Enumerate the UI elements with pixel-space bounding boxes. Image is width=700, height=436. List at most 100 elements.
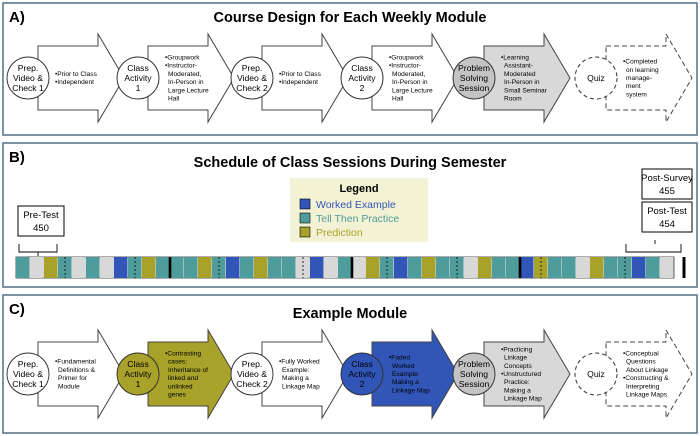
session-block-3 <box>44 257 58 278</box>
session-block-35 <box>492 257 506 278</box>
panel-b: B) Schedule of Class Sessions During Sem… <box>2 142 698 288</box>
legend-title: Legend <box>339 183 378 195</box>
panelA-step-6-bullet-1-line-1: •Completed <box>623 59 658 66</box>
panelA-arrow-6 <box>605 32 693 124</box>
panelA-step-5-bullet-1-line-6: Room <box>504 96 522 103</box>
panelC-step-5-bullet-2-line-3: Making a <box>504 387 531 394</box>
panel-b-title: Schedule of Class Sessions During Semest… <box>194 155 507 171</box>
panelC-step-3-bullet-1-line-1: •Fully Worked <box>279 359 320 366</box>
panel-b-label: B) <box>9 149 25 166</box>
panelC-arrow-3 <box>261 328 349 420</box>
panelA-step-6-bullet-1-line-4: ment <box>626 83 641 90</box>
panelC-step-2-bullet-1-line-5: unlinked <box>168 383 193 390</box>
posttest-bracket <box>625 240 682 253</box>
session-block-25 <box>352 257 366 278</box>
postsurvey-frame <box>641 168 693 200</box>
panelC-circle-6 <box>574 352 618 396</box>
panelC-arrow-5 <box>483 328 571 420</box>
panelA-circle-3-line-1: Prep. <box>242 63 263 73</box>
session-block-22 <box>310 257 324 278</box>
panelA-step-2-bullet-2-line-4: Large Lecture <box>168 87 209 94</box>
session-block-18 <box>254 257 268 278</box>
session-block-33 <box>464 257 478 278</box>
panelC-circle-3 <box>230 352 274 396</box>
panelA-circle-5-line-1: Problem <box>458 63 490 73</box>
panel-c: C) Example Module Prep.Video &Check 1•Fu… <box>2 294 698 434</box>
session-block-12 <box>170 257 184 278</box>
panelA-step-5: ProblemSolvingSession•LearningAssistant-… <box>452 32 571 124</box>
panelA-arrow-4 <box>371 32 459 124</box>
session-block-1 <box>16 257 30 278</box>
panelA-step-2-bullet-2-line-5: Hall <box>168 96 180 103</box>
panelA-circle-2-line-1: Class <box>127 63 149 73</box>
panelA-circle-4-line-1: Class <box>351 63 373 73</box>
panelC-step-3-bullet-1-line-2: Example: <box>282 367 310 374</box>
panelC-circle-5 <box>452 352 496 396</box>
session-block-9 <box>128 257 142 278</box>
session-block-16 <box>226 257 240 278</box>
panelA-circle-1-line-1: Prep. <box>18 63 39 73</box>
session-block-21 <box>296 257 310 278</box>
panelA-circle-5-line-3: Session <box>459 83 490 93</box>
panelA-circle-1-line-2: Video & <box>13 73 43 83</box>
session-block-5 <box>72 257 86 278</box>
panelA-step-4-bullet-2-line-3: In-Person in <box>392 79 428 86</box>
pretest-box: Pre-Test 450 <box>17 205 65 256</box>
panelC-step-6-bullet-1-line-2: Questions <box>626 359 656 366</box>
pretest-label: Pre-Test <box>23 210 59 221</box>
panelC-step-1: Prep.Video &Check 1•FundamentalDefinitio… <box>6 328 125 420</box>
session-block-17 <box>240 257 254 278</box>
panelA-step-5-bullet-1-line-5: Small Seminar <box>504 87 548 94</box>
session-block-13 <box>184 257 198 278</box>
panelA-circle-1-line-3: Check 1 <box>12 83 44 93</box>
panelA-circle-4 <box>340 56 384 100</box>
panelC-step-2-bullet-1-line-3: Inheritance of <box>168 367 208 374</box>
session-block-39 <box>548 257 562 278</box>
session-block-46 <box>646 257 660 278</box>
panelC-step-5: ProblemSolvingSession•PracticingLinkageC… <box>452 328 571 420</box>
panelC-circle-4-line-2: Activity <box>348 369 376 379</box>
session-block-40 <box>562 257 576 278</box>
panelC-circle-4 <box>340 352 384 396</box>
panel-a-title: Course Design for Each Weekly Module <box>214 10 487 26</box>
session-block-47 <box>660 257 674 278</box>
panelC-arrow-2 <box>147 328 235 420</box>
legend-label-2: Tell Then Practice <box>316 213 399 225</box>
panel-c-title: Example Module <box>293 306 407 322</box>
session-block-38 <box>534 257 548 278</box>
panelC-step-5-bullet-1-line-2: Linkage <box>504 355 527 362</box>
panelC-circle-2-line-1: Class <box>127 359 149 369</box>
session-block-42 <box>590 257 604 278</box>
session-block-26 <box>366 257 380 278</box>
panelC-circle-3-line-2: Video & <box>237 369 267 379</box>
panelA-step-2-bullet-1-line-1: •Groupwork <box>165 55 200 62</box>
session-block-8 <box>114 257 128 278</box>
panelC-step-6-bullet-1-line-1: •Conceptual <box>623 351 659 358</box>
panelC-step-5-bullet-1-line-3: Concepts <box>504 363 533 370</box>
session-block-37 <box>520 257 534 278</box>
panelC-circle-3-line-1: Prep. <box>242 359 263 369</box>
postsurvey-count: 455 <box>659 186 675 197</box>
session-block-20 <box>282 257 296 278</box>
panelA-circle-3-line-2: Video & <box>237 73 267 83</box>
panelA-step-3: Prep.Video &Check 2•Prior to Class•Indep… <box>230 32 349 124</box>
session-block-31 <box>436 257 450 278</box>
session-block-43 <box>604 257 618 278</box>
panelC-step-5-bullet-1-line-1: •Practicing <box>501 346 533 353</box>
panelA-step-5-bullet-1-line-3: Moderated <box>504 71 536 78</box>
session-block-29 <box>408 257 422 278</box>
panelC-step-4-bullet-1-line-2: Worked <box>392 363 415 370</box>
panelC-circle-5-line-2: Solving <box>460 369 488 379</box>
panelA-step-3-bullet-1-line-1: •Prior to Class <box>279 71 322 78</box>
pretest-bracket <box>18 244 58 256</box>
session-block-11 <box>156 257 170 278</box>
session-block-4 <box>58 257 72 278</box>
panelC-step-3-bullet-1-line-3: Making a <box>282 375 309 382</box>
panelA-step-1-bullet-1-line-1: •Prior to Class <box>55 71 98 78</box>
panel-a-label: A) <box>9 9 25 26</box>
panelA-arrow-3 <box>261 32 349 124</box>
panelA-circle-2-line-3: 1 <box>136 83 141 93</box>
panelC-circle-1-line-2: Video & <box>13 369 43 379</box>
